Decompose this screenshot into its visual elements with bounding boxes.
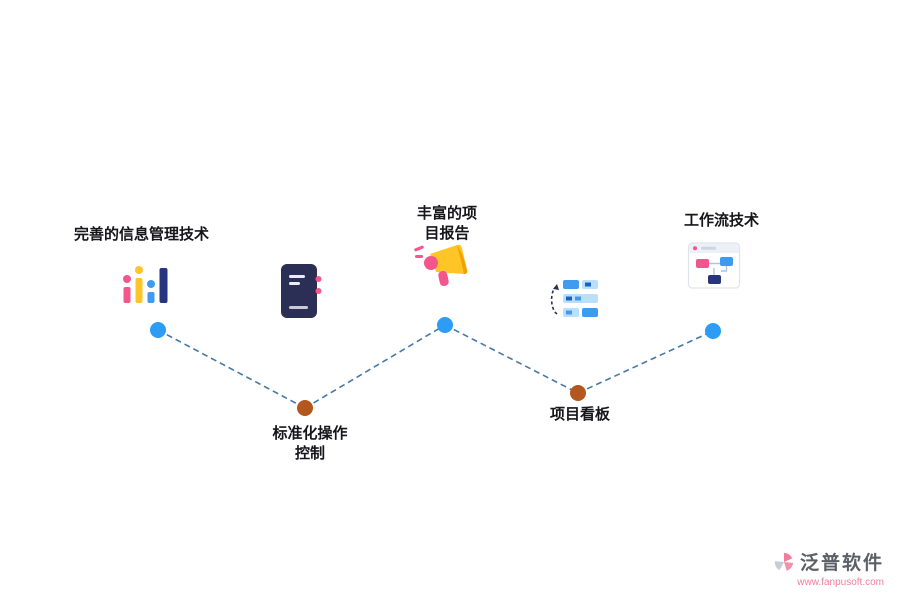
notebook-icon: [281, 264, 322, 318]
milestone-dot: [705, 323, 721, 339]
brand-url: www.fanpusoft.com: [797, 577, 884, 588]
brand-watermark: 泛普软件 www.fanpusoft.com: [773, 548, 884, 588]
connector-segment: [304, 324, 446, 409]
brand-name: 泛普软件: [799, 553, 884, 574]
bar-chart-icon: [123, 266, 168, 303]
milestone-dot: [437, 317, 453, 333]
node-label-rich-report: 丰富的项 目报告: [416, 205, 477, 242]
milestone-dot: [570, 385, 586, 401]
connector-segment: [157, 329, 306, 409]
browser-flow-icon: [687, 242, 741, 289]
kanban-board-icon: [550, 280, 598, 317]
fanpu-logo-icon: [774, 552, 794, 571]
node-label-info-management: 完善的信息管理技术: [74, 226, 210, 243]
node-label-project-kanban: 项目看板: [550, 406, 611, 423]
node-label-workflow: 工作流技术: [684, 212, 760, 229]
milestone-dot: [297, 400, 313, 416]
connector-segment: [577, 330, 714, 394]
milestone-dot: [150, 322, 166, 338]
node-label-standard-operation: 标准化操作 控制: [272, 425, 348, 462]
connector-segment: [444, 324, 579, 394]
megaphone-icon: [414, 244, 468, 287]
